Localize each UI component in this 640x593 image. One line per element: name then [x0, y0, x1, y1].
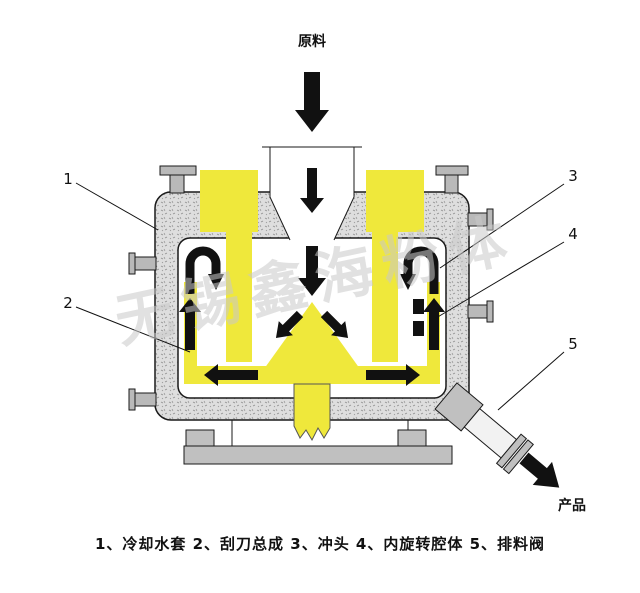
cone-deflector [264, 302, 360, 369]
leader-line-5 [497, 351, 565, 411]
right-up-arrow [423, 298, 445, 350]
chamber-down-arrow [298, 246, 326, 296]
discharge-flange-2 [502, 439, 534, 475]
right-nozzle-flange [486, 208, 494, 231]
fittings [128, 165, 494, 411]
inlet-wall-left [269, 147, 291, 241]
rotor-block-upper [413, 299, 424, 314]
left-lower-nozzle-flange [128, 388, 136, 411]
support-base-bar [183, 445, 453, 465]
callout-5: 5 [568, 335, 578, 353]
leader-line-4 [435, 241, 565, 319]
left-up-arrow [179, 298, 201, 350]
right-deflect-arrow [320, 310, 349, 339]
callout-4: 4 [568, 225, 578, 243]
leader-line-1 [75, 182, 159, 231]
right-punch-block [366, 170, 424, 232]
rotor-blocks [413, 299, 424, 336]
bottom-right-arrow [366, 364, 420, 386]
left-nozzle-flange [128, 252, 136, 275]
callouts: 1 2 3 4 5 [63, 167, 578, 411]
left-uturn-arrow [185, 246, 221, 294]
callout-2: 2 [63, 294, 73, 312]
left-lower-nozzle [134, 392, 157, 407]
top-left-flange-plate [159, 165, 197, 176]
left-punch-block [200, 170, 258, 232]
right-lower-nozzle [467, 304, 489, 319]
rotor-block-lower [413, 321, 424, 336]
leader-line-3 [439, 183, 565, 269]
legend-caption: 1、冷却水套 2、刮刀总成 3、冲头 4、内旋转腔体 5、排料阀 [95, 535, 545, 553]
right-uturn-arrowhead [400, 274, 416, 290]
inlet-wall-right [333, 147, 355, 241]
feed-arrow [295, 72, 329, 132]
left-deflect-arrow [275, 310, 304, 339]
right-uturn-arrow [403, 246, 439, 294]
left-punch-column [226, 230, 252, 362]
callout-1: 1 [63, 170, 73, 188]
flow-arrows [179, 72, 445, 386]
product-label: 产品 [558, 497, 586, 514]
discharge-valve [434, 382, 534, 475]
funnel-down-arrow [300, 168, 324, 213]
discharge-flange-1 [495, 433, 528, 469]
right-lower-nozzle-flange [486, 300, 494, 323]
top-right-flange-plate [435, 165, 469, 176]
drive-shaft [293, 383, 331, 442]
product-arrow [519, 452, 560, 488]
top-right-stub [444, 174, 459, 194]
top-left-stub [169, 174, 185, 194]
right-punch-column [372, 230, 398, 362]
left-nozzle [134, 256, 157, 271]
bottom-left-arrow [204, 364, 258, 386]
callout-3: 3 [568, 167, 578, 185]
left-uturn-arrowhead [208, 274, 224, 290]
feed-label: 原料 [298, 33, 326, 50]
leader-line-2 [75, 306, 191, 353]
